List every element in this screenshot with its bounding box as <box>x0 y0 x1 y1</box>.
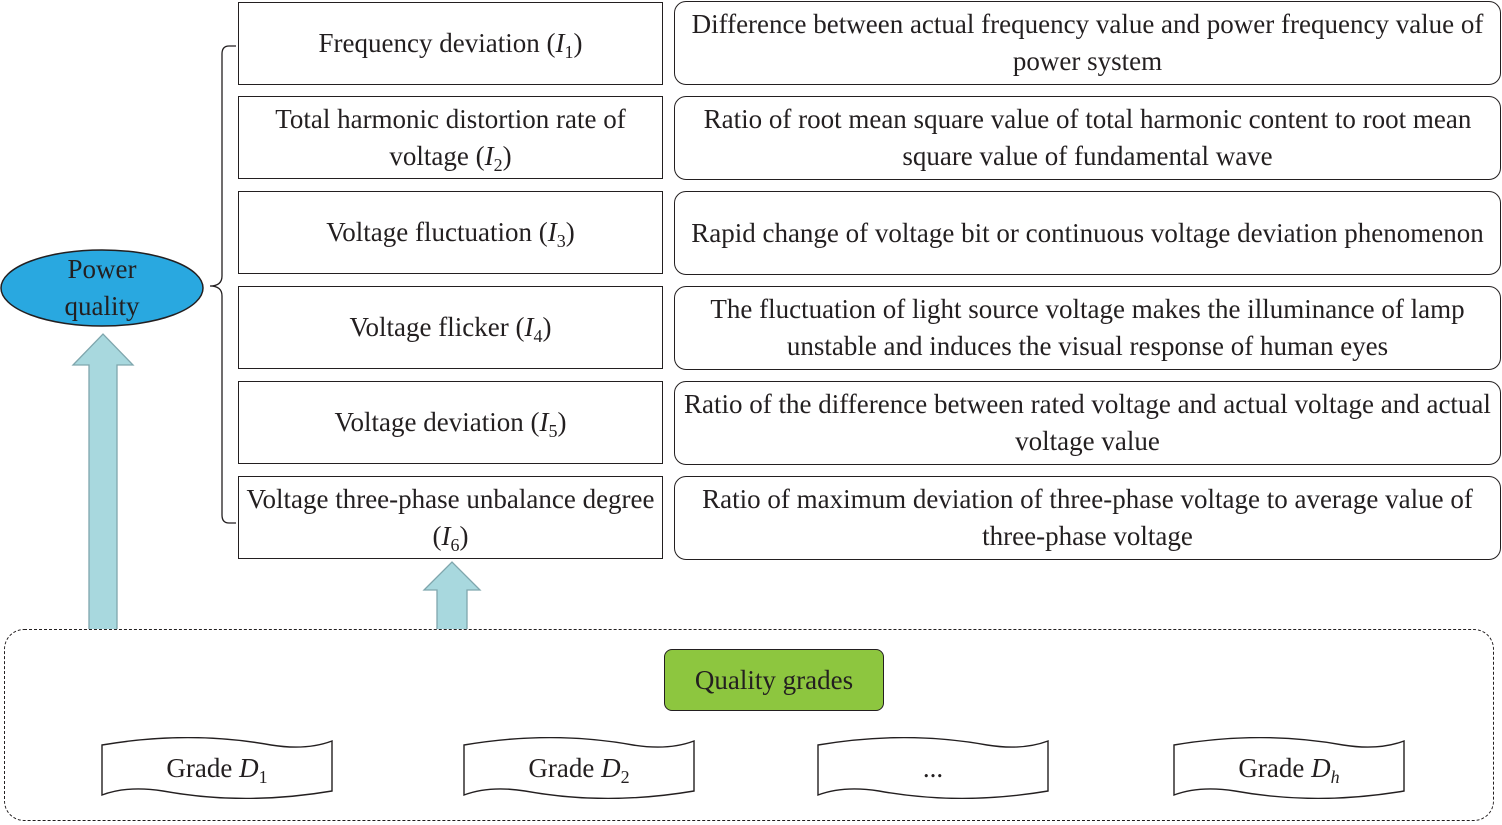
grade-document-shape <box>463 737 695 799</box>
description-box-4: The fluctuation of light source voltage … <box>674 286 1501 370</box>
description-box-6: Ratio of maximum deviation of three-phas… <box>674 476 1501 560</box>
grade-document-shape <box>101 737 333 799</box>
grade-label: ... <box>922 752 944 783</box>
indicator-label: Voltage deviation (I5) <box>334 407 567 441</box>
indicator-label: Voltage three-phase unbalance degree (I6… <box>246 483 655 555</box>
description-box-5: Ratio of the difference between rated vo… <box>674 381 1501 465</box>
grade-item-3: ... <box>817 737 1049 799</box>
description-box-2: Ratio of root mean square value of total… <box>674 96 1501 180</box>
grade-document-shape <box>817 737 1049 799</box>
indicator-box-6: Voltage three-phase unbalance degree (I6… <box>238 476 663 559</box>
indicator-label: Total harmonic distortion rate of voltag… <box>275 103 626 175</box>
hierarchy-brace <box>209 45 236 524</box>
up-arrow-to-power-quality <box>71 333 135 629</box>
quality-grades-label: Quality grades <box>664 649 884 711</box>
up-arrow-to-indicators <box>422 561 482 629</box>
indicator-label: Voltage fluctuation (I3) <box>326 217 575 251</box>
power-quality-label: Power quality <box>64 254 140 321</box>
grade-label: Grade D1 <box>166 752 268 787</box>
indicator-box-2: Total harmonic distortion rate of voltag… <box>238 96 663 179</box>
description-box-3: Rapid change of voltage bit or continuou… <box>674 191 1501 275</box>
grade-document-shape <box>1173 737 1405 799</box>
indicator-label: Frequency deviation (I1) <box>318 28 583 62</box>
quality-grades-container <box>4 629 1494 821</box>
indicator-label: Voltage flicker (I4) <box>349 312 552 346</box>
indicator-box-4: Voltage flicker (I4) <box>238 286 663 369</box>
indicator-box-3: Voltage fluctuation (I3) <box>238 191 663 274</box>
grade-item-2: Grade D2 <box>463 737 695 799</box>
description-box-1: Difference between actual frequency valu… <box>674 1 1501 85</box>
grade-label: Grade D2 <box>528 752 630 787</box>
grade-item-1: Grade D1 <box>101 737 333 799</box>
indicator-box-1: Frequency deviation (I1) <box>238 2 663 85</box>
grade-item-4: Grade Dh <box>1173 737 1405 799</box>
indicator-box-5: Voltage deviation (I5) <box>238 381 663 464</box>
power-quality-node <box>0 249 204 327</box>
grade-label: Grade Dh <box>1238 752 1340 787</box>
